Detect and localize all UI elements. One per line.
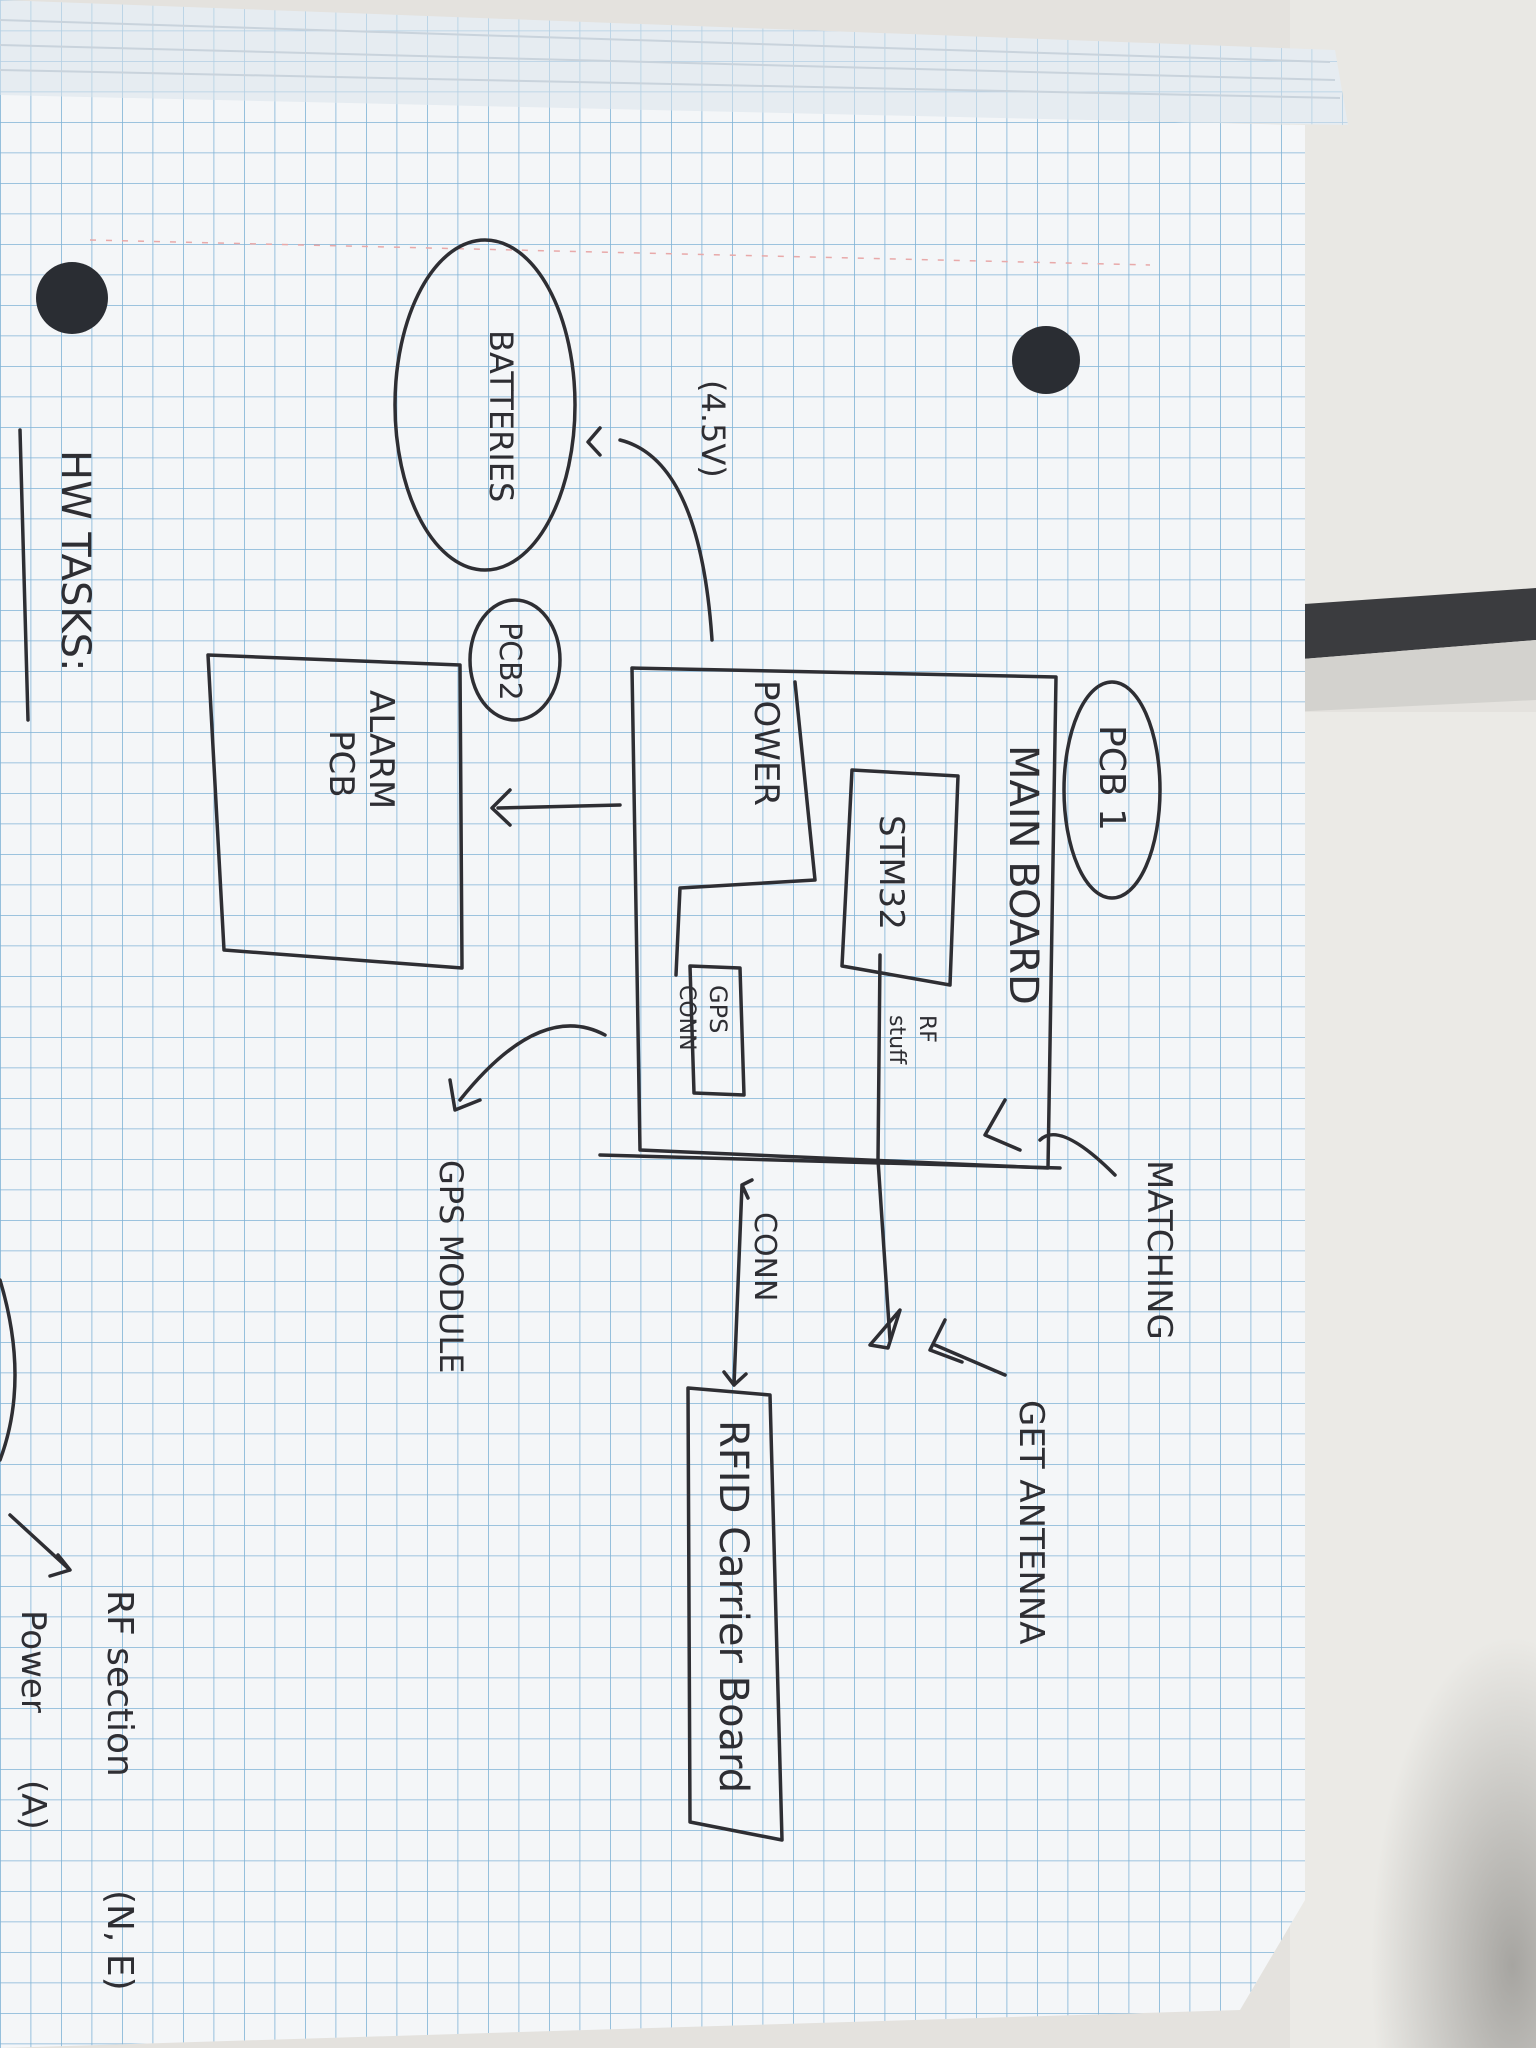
gps-conn-line2: CONN [674, 985, 699, 1051]
rfid-carrier-label: RFID Carrier Board [710, 1420, 756, 1793]
gps-conn-box [688, 964, 746, 1097]
notebook-page-stack [0, 0, 1348, 125]
power-task-label: Power [13, 1610, 53, 1713]
label-layer: PCB 1 MAIN BOARD STM32 POWER GPS CONN RF… [13, 330, 1179, 1991]
matching-label: MATCHING [1139, 1160, 1179, 1340]
get-antenna-arrow [928, 1318, 1007, 1377]
power-box [674, 680, 817, 977]
rf-section-tag: (N, E) [99, 1890, 140, 1991]
power-label: POWER [746, 680, 786, 806]
pcb2-label: PCB2 [492, 622, 527, 701]
hand-drawn-diagram [0, 238, 1162, 1842]
pcb1-ellipse [1062, 680, 1162, 900]
grid-paper-page [0, 95, 1305, 2048]
gps-module-label: GPS MODULE [432, 1160, 470, 1373]
rfid-carrier-box [686, 1386, 784, 1842]
hw-tasks-underline [18, 428, 30, 722]
main-board-divider [598, 1153, 1062, 1170]
rf-stuff-line2: stuff [884, 1015, 909, 1065]
alarm-arrow [490, 788, 622, 827]
stm32-label: STM32 [871, 815, 911, 930]
gps-conn-line1: GPS [704, 985, 732, 1033]
rf-stuff-line1: RF [914, 1015, 939, 1043]
conn-arrow [722, 1178, 754, 1387]
stm32-box [840, 768, 960, 987]
rf-section-arrow [8, 1513, 72, 1578]
alarm-pcb-box [206, 653, 464, 970]
antenna-symbol [868, 1308, 902, 1350]
batteries-ellipse [393, 238, 577, 572]
punch-hole-left [36, 262, 108, 334]
rf-stuff-line [876, 953, 892, 1342]
punch-hole-right [1012, 326, 1080, 394]
hw-tasks-label: HW TASKS: [52, 450, 98, 672]
matching-arrow [983, 1098, 1117, 1177]
main-board-label: MAIN BOARD [1000, 745, 1046, 1005]
alarm-pcb-line1: ALARM [361, 690, 401, 809]
hw-tasks-bracket [0, 1278, 17, 1462]
gps-module-arrow [448, 1024, 607, 1112]
pcb1-label: PCB 1 [1091, 725, 1132, 831]
voltage-label: (4.5V) [694, 380, 732, 478]
batteries-label: BATTERIES [482, 330, 520, 502]
alarm-pcb-line2: PCB [321, 730, 361, 798]
pcb2-ellipse [468, 598, 562, 722]
power-task-tag: (A) [13, 1780, 53, 1830]
rf-section-label: RF section [99, 1590, 140, 1777]
conn-label: CONN [747, 1212, 782, 1301]
batteries-arrow [586, 426, 714, 642]
get-antenna-label: GET ANTENNA [1011, 1400, 1051, 1644]
